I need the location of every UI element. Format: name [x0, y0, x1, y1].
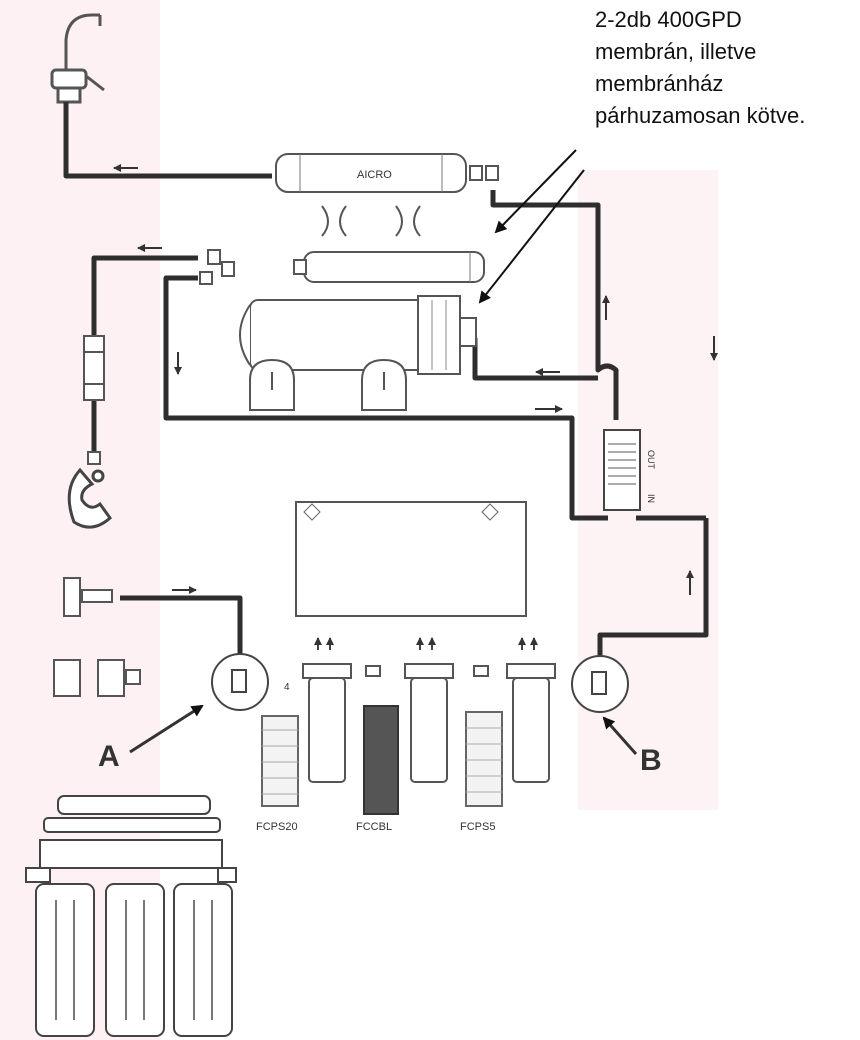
- tube-faucet-line: [63, 102, 272, 179]
- tube-supply-a: [120, 595, 243, 660]
- annotation-arrow-membrane: [494, 149, 577, 234]
- mounting-plate: [295, 501, 527, 617]
- cartridge-label-fcps5: FCPS5: [460, 821, 495, 833]
- cartridge-fcps5: [465, 711, 503, 807]
- check-valve-unit: [603, 429, 641, 511]
- drain-saddle-icon: [67, 467, 113, 529]
- annotation-text: 2-2db 400GPD membrán, illetve membránház…: [595, 4, 857, 132]
- annotation-arrow-housing: [478, 169, 585, 304]
- tube-left-loop: [91, 255, 198, 336]
- point-b-arrow: [602, 716, 638, 755]
- cartridge-fcps20: [261, 715, 299, 807]
- cartridge-label-fccbl: FCCBL: [356, 821, 392, 833]
- annotation-line-3: membránház: [595, 71, 724, 96]
- housing-brackets: [249, 358, 407, 411]
- faucet-icon: [50, 13, 105, 104]
- detail-circle-b: [571, 655, 629, 713]
- port-in-label: IN: [646, 494, 656, 503]
- tube-left-outer: [163, 275, 608, 521]
- flow-restrictor: [83, 335, 105, 465]
- point-a-arrow: [129, 704, 204, 754]
- assembled-system-icon: [25, 795, 237, 1037]
- filter-housings: [302, 663, 556, 783]
- stage-number-label: 4: [284, 682, 290, 693]
- inline-post-filter: [275, 153, 499, 193]
- cartridge-label-fcps20: FCPS20: [256, 821, 298, 833]
- tube-supply-b: [597, 515, 709, 662]
- annotation-line-4: párhuzamosan kötve.: [595, 103, 806, 128]
- detail-circle-a: [211, 653, 269, 711]
- tube-membrane-feed: [490, 190, 619, 420]
- housing-arrows: [314, 637, 538, 650]
- point-b-label: B: [640, 744, 662, 777]
- membrane-housing: [239, 295, 477, 375]
- tubing: [63, 102, 709, 662]
- flow-arrows: [113, 164, 718, 595]
- supply-valve-icon: [53, 577, 141, 697]
- tube-membrane-reject: [472, 338, 598, 381]
- elbow-fittings: [199, 249, 235, 285]
- membrane-element: [293, 251, 485, 283]
- inline-filter-label: AICRO: [357, 169, 392, 181]
- cartridge-fccbl: [363, 705, 399, 815]
- annotation-line-1: 2-2db 400GPD: [595, 7, 742, 32]
- annotation-line-2: membrán, illetve: [595, 39, 757, 64]
- point-a-label: A: [98, 740, 120, 773]
- mounting-clips: [321, 205, 421, 237]
- port-out-label: OUT: [646, 450, 656, 470]
